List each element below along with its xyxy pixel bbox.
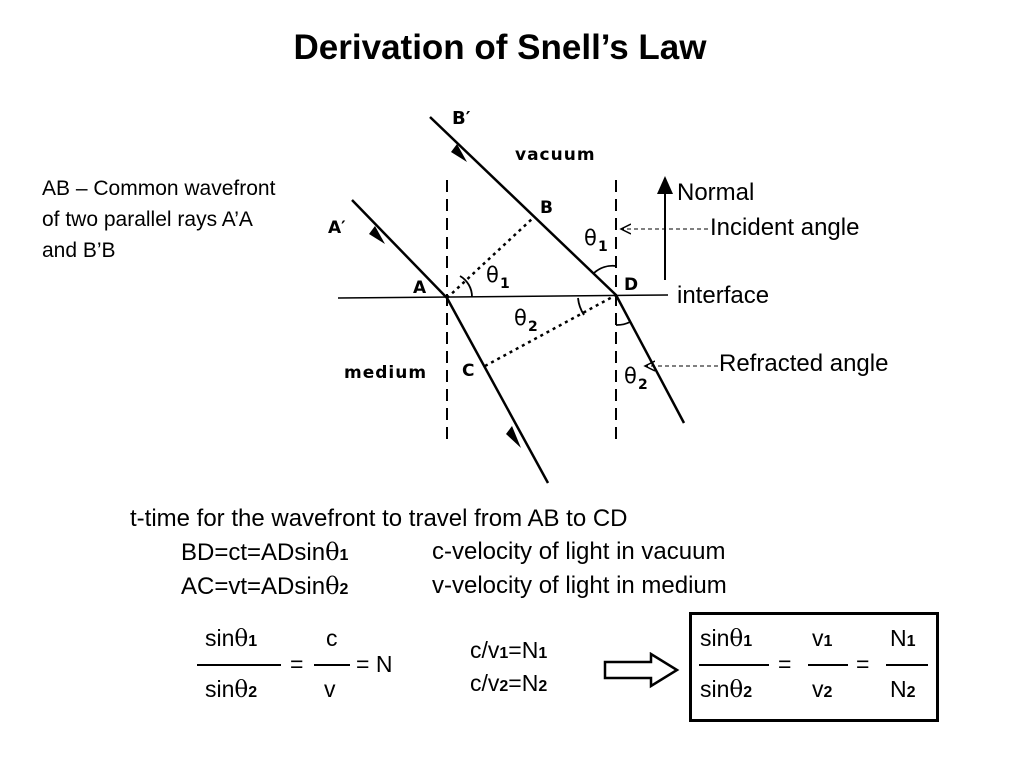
eq1-result: = N	[356, 651, 393, 677]
interface-label: interface	[677, 282, 770, 309]
res-equals-1: =	[778, 651, 792, 677]
eq1-numerator: sinθ1	[205, 625, 258, 652]
incident-angle-label: Incident angle	[710, 214, 860, 241]
res-sin2: sinθ2	[700, 676, 753, 703]
arc-theta1-at-d	[593, 264, 617, 274]
wavefront-cd	[484, 293, 617, 368]
arrow-a-c	[506, 426, 521, 448]
eq1-v: v	[324, 676, 336, 702]
implies-arrow-icon	[603, 652, 680, 689]
explanation-line-3-right: v-velocity of light in medium	[432, 572, 727, 599]
cv1-equation: c/v1=N1	[470, 637, 548, 663]
svg-text:1: 1	[500, 276, 510, 292]
eq1-c: c	[326, 625, 338, 651]
arc-theta2-below-d	[615, 321, 631, 326]
arc-theta2-at-d	[577, 297, 585, 316]
svg-text:2: 2	[528, 319, 538, 335]
arc-theta1-at-a	[459, 275, 473, 298]
normal-label: Normal	[677, 179, 755, 206]
ray-a-c	[445, 297, 550, 484]
svg-text:θ: θ	[486, 263, 499, 287]
wavefront-note: AB – Common wavefront of two parallel ra…	[42, 177, 276, 262]
label-c: C	[462, 361, 474, 381]
ray-b-prime-b	[429, 116, 617, 296]
page-title: Derivation of Snell’s Law	[293, 28, 707, 67]
res-n2: N2	[890, 676, 916, 702]
label-vacuum: vacuum	[515, 145, 596, 165]
explanation-line-3: AC=vt=ADsinθ2	[181, 572, 349, 600]
theta2-at-d-label: θ 2	[514, 306, 538, 335]
label-a: A	[413, 278, 427, 298]
res-v2: v2	[812, 676, 833, 702]
res-n1: N1	[890, 625, 916, 651]
arrow-a-prime	[369, 226, 385, 244]
label-medium: medium	[344, 363, 427, 383]
refracted-angle-label: Refracted angle	[719, 350, 889, 377]
explanation-line-1: t-time for the wavefront to travel from …	[130, 505, 628, 532]
eq1-c-v-line	[314, 664, 350, 666]
ray-a-prime-a	[351, 199, 448, 299]
eq1-fraction-line	[197, 664, 281, 666]
label-a-prime: A′	[328, 218, 346, 238]
res-sin-line	[699, 664, 769, 666]
svg-text:θ: θ	[584, 226, 597, 250]
svg-text:θ: θ	[514, 306, 527, 330]
res-n-line	[886, 664, 928, 666]
snell-law-result-box	[689, 612, 939, 722]
svg-text:θ: θ	[624, 364, 637, 388]
wavefront-ab	[446, 217, 534, 299]
label-d: D	[624, 275, 638, 295]
theta1-at-a-label: θ 1	[486, 263, 510, 292]
arrow-b-prime	[451, 144, 467, 162]
res-v-line	[808, 664, 848, 666]
theta2-refracted-label: θ 2	[624, 364, 648, 393]
explanation-line-2-right: c-velocity of light in vacuum	[432, 538, 726, 565]
label-b: B	[540, 198, 553, 218]
explanation-line-2: BD=ct=ADsinθ1	[181, 538, 349, 566]
label-b-prime: B′	[452, 108, 471, 129]
res-sin1: sinθ1	[700, 625, 753, 652]
res-v1: v1	[812, 625, 833, 651]
res-equals-2: =	[856, 651, 870, 677]
interface-line	[337, 294, 669, 299]
eq1-denominator: sinθ2	[205, 676, 258, 703]
svg-text:2: 2	[638, 377, 648, 393]
theta1-incident-label: θ 1	[584, 226, 608, 255]
eq1-equals: =	[290, 651, 304, 677]
cv2-equation: c/v2=N2	[470, 670, 548, 696]
ray-d	[614, 294, 686, 424]
svg-text:1: 1	[598, 239, 608, 255]
